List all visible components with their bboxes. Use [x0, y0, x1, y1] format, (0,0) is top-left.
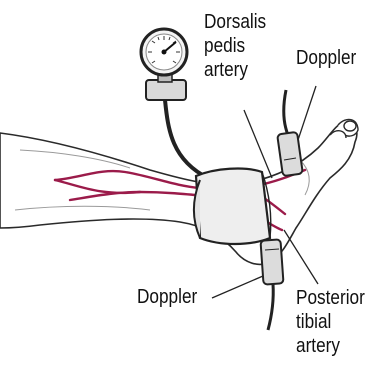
- doppler-probe-top: [277, 90, 303, 176]
- leader-dorsalis-pedis: [244, 110, 272, 178]
- doppler-probe-bottom: [260, 239, 283, 330]
- cuff-tube: [165, 100, 208, 178]
- bp-cuff: [194, 169, 271, 244]
- label-dorsalis-line-2: pedis: [204, 34, 266, 58]
- leader-posterior-tibial: [284, 230, 318, 284]
- label-dorsalis-line-1: Dorsalis: [204, 10, 266, 34]
- label-dorsalis-line-3: artery: [204, 58, 266, 82]
- leader-doppler-bottom: [212, 276, 263, 298]
- leader-doppler-top: [298, 86, 316, 140]
- label-doppler-bottom: Doppler: [137, 285, 197, 309]
- sphygmomanometer-gauge-icon: [141, 29, 187, 100]
- label-doppler-top: Doppler: [296, 46, 356, 70]
- label-dorsalis-pedis-artery: Dorsalis pedis artery: [204, 10, 266, 82]
- label-posterior-line-3: artery: [296, 334, 365, 358]
- label-posterior-tibial-artery: Posterior tibial artery: [296, 286, 365, 358]
- label-posterior-line-1: Posterior: [296, 286, 365, 310]
- label-posterior-line-2: tibial: [296, 310, 365, 334]
